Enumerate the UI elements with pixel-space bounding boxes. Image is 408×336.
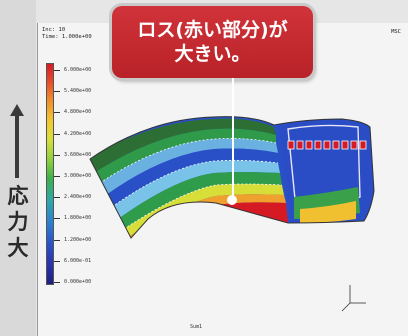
side-strip: 応 力 大 <box>0 0 36 336</box>
legend-tick <box>54 282 60 283</box>
legend-tick <box>54 197 60 199</box>
side-char-2: 力 <box>7 210 29 234</box>
loss-callout: ロス(赤い部分)が 大きい。 <box>112 6 313 78</box>
legend-tick <box>54 260 60 262</box>
legend-tick <box>54 154 60 156</box>
legend-label: 5.400e+00 <box>64 88 92 95</box>
legend-tick <box>54 133 60 135</box>
time-text: Time: 1.000e+00 <box>42 34 92 40</box>
legend-label: 3.000e+00 <box>64 173 92 179</box>
up-arrow-icon <box>10 104 24 178</box>
legend-tick <box>54 176 60 177</box>
axis-triad-icon <box>341 285 366 312</box>
result-label: Sum1 <box>190 324 203 330</box>
legend-tick <box>54 112 60 114</box>
legend-label: 4.800e+00 <box>64 109 92 116</box>
callout-line-1: ロス(赤い部分)が <box>137 19 288 41</box>
legend-label: 4.200e+00 <box>64 130 92 137</box>
side-char-3: 大 <box>7 236 29 260</box>
callout-line-2: 大きい。 <box>174 43 251 65</box>
color-scale-bar <box>46 63 54 285</box>
legend-tick <box>54 218 60 220</box>
legend-tick <box>54 70 60 71</box>
legend-label: 2.400e+00 <box>64 194 92 201</box>
legend-label: 1.200e+00 <box>64 236 92 243</box>
legend-label: 0.000e+00 <box>64 279 92 285</box>
legend-label: 6.000e-01 <box>64 257 92 264</box>
callout-pointer-line <box>232 78 234 198</box>
increment-text: Inc: 10 <box>42 27 66 33</box>
stress-large-label: 応 力 大 <box>3 183 33 261</box>
software-label: MSC <box>391 29 401 35</box>
legend-label: 1.800e+00 <box>64 215 92 222</box>
legend-tick <box>54 91 60 93</box>
legend-label: 6.000e+00 <box>64 67 92 73</box>
sim-header: Inc: 10 Time: 1.000e+00 <box>42 27 92 41</box>
callout-pointer-dot <box>227 195 237 205</box>
side-char-1: 応 <box>7 184 29 208</box>
legend-tick <box>54 239 60 241</box>
legend-label: 3.600e+00 <box>64 151 92 158</box>
